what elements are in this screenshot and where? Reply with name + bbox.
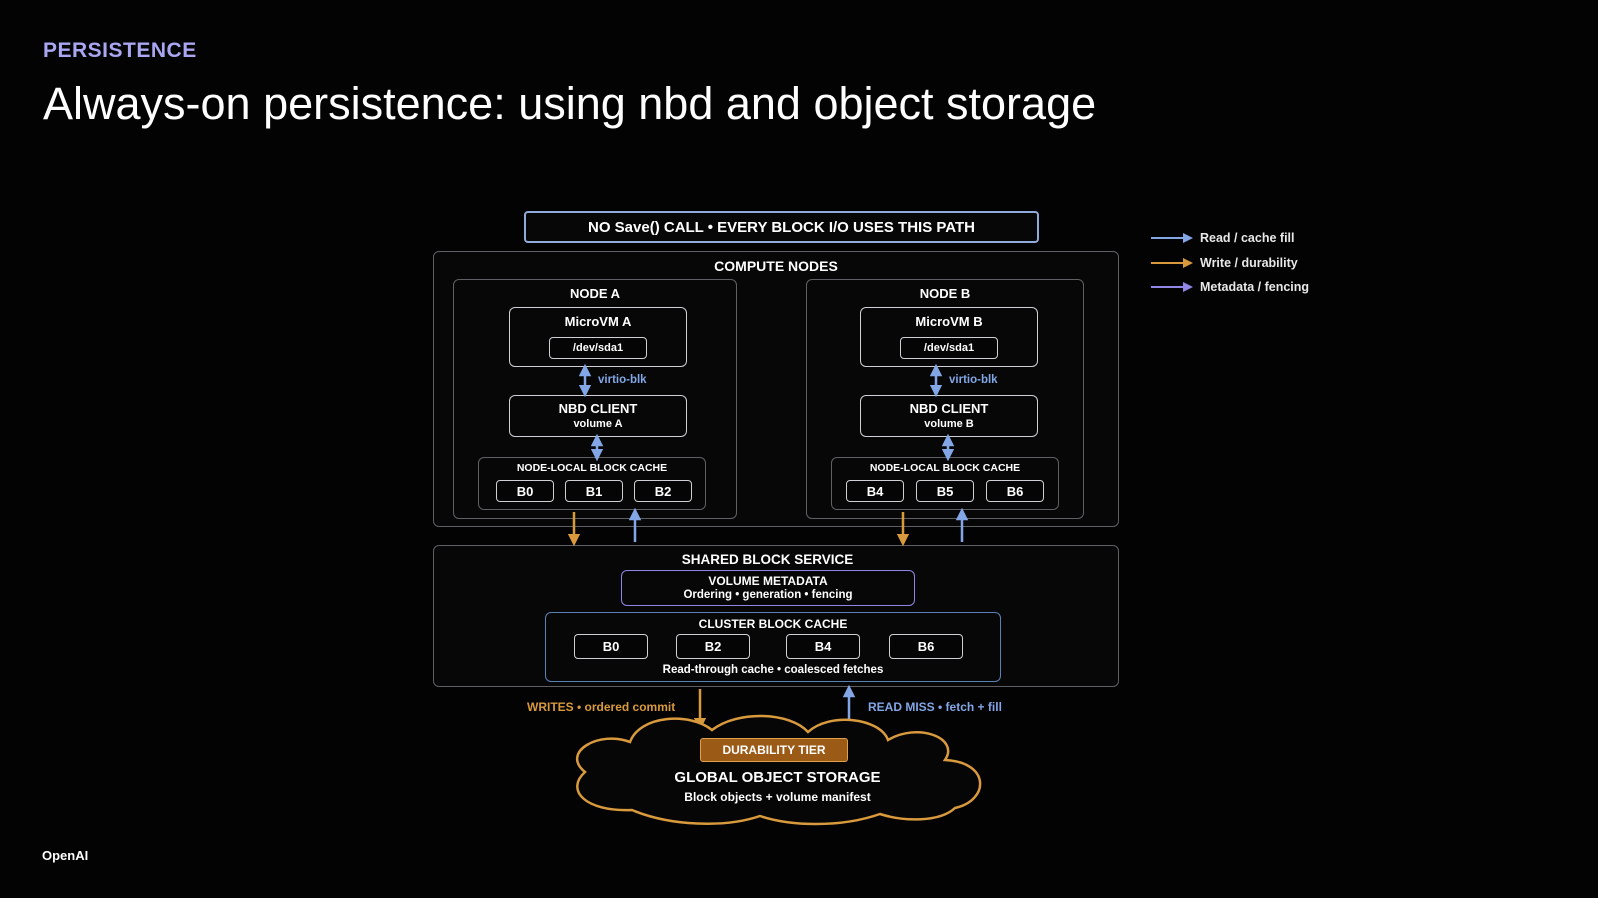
nbd-client-b-box: NBD CLIENT volume B [860,395,1038,437]
node-local-cache-b-title: NODE-LOCAL BLOCK CACHE [869,462,1021,474]
legend-write-label: Write / durability [1200,256,1298,270]
virtio-link-a-label: virtio-blk [598,374,647,386]
page-title: Always-on persistence: using nbd and obj… [43,78,1097,129]
nbd-client-a-title: NBD CLIENT [558,401,638,416]
shared-block-service-title: SHARED BLOCK SERVICE [681,552,854,567]
compute-nodes-title: COMPUTE NODES [714,258,838,274]
cache-a-block: B2 [634,480,692,502]
reads-flow-rest: • fetch + fill [934,700,1002,714]
microvm-b-device: /dev/sda1 [900,337,998,359]
node-a-title: NODE A [569,286,621,301]
nbd-client-a-volume: volume A [573,418,623,430]
writes-flow-label: WRITES • ordered commit [527,700,675,714]
volume-metadata-subtitle: Ordering • generation • fencing [683,589,853,601]
global-storage-subtitle: Block objects + volume manifest [684,790,871,804]
openai-logo: OpenAI [42,848,89,863]
volume-metadata-box: VOLUME METADATA Ordering • generation • … [621,570,915,606]
cluster-block: B4 [786,634,860,659]
node-local-cache-a-title: NODE-LOCAL BLOCK CACHE [516,462,668,474]
virtio-link-b-label: virtio-blk [949,374,998,386]
cache-a-block: B0 [496,480,554,502]
node-b-title: NODE B [919,286,971,301]
cluster-block: B0 [574,634,648,659]
writes-flow-strong: WRITES [527,700,574,714]
section-kicker: PERSISTENCE [43,39,197,62]
microvm-a-device: /dev/sda1 [549,337,647,359]
nbd-client-b-title: NBD CLIENT [909,401,989,416]
microvm-b-title: MicroVM B [915,314,983,329]
cache-b-block: B5 [916,480,974,502]
reads-flow-label: READ MISS • fetch + fill [868,700,1002,714]
io-path-banner: NO Save() CALL • EVERY BLOCK I/O USES TH… [524,211,1039,243]
nbd-client-b-volume: volume B [924,418,974,430]
cluster-block: B2 [676,634,750,659]
reads-flow-strong: READ MISS [868,700,935,714]
cache-b-block: B4 [846,480,904,502]
writes-flow-rest: • ordered commit [573,700,676,714]
cluster-block: B6 [889,634,963,659]
durability-tier-badge: DURABILITY TIER [700,738,848,762]
volume-metadata-title: VOLUME METADATA [708,574,828,588]
cache-a-block: B1 [565,480,623,502]
microvm-a-title: MicroVM A [564,314,632,329]
legend-read-label: Read / cache fill [1200,231,1295,245]
cache-b-block: B6 [986,480,1044,502]
cluster-block-cache-note: Read-through cache • coalesced fetches [662,664,884,676]
global-storage-title: GLOBAL OBJECT STORAGE [674,769,881,786]
legend-metadata-label: Metadata / fencing [1200,280,1310,294]
object-storage-cloud [576,714,982,826]
cluster-block-cache-title: CLUSTER BLOCK CACHE [698,617,848,631]
